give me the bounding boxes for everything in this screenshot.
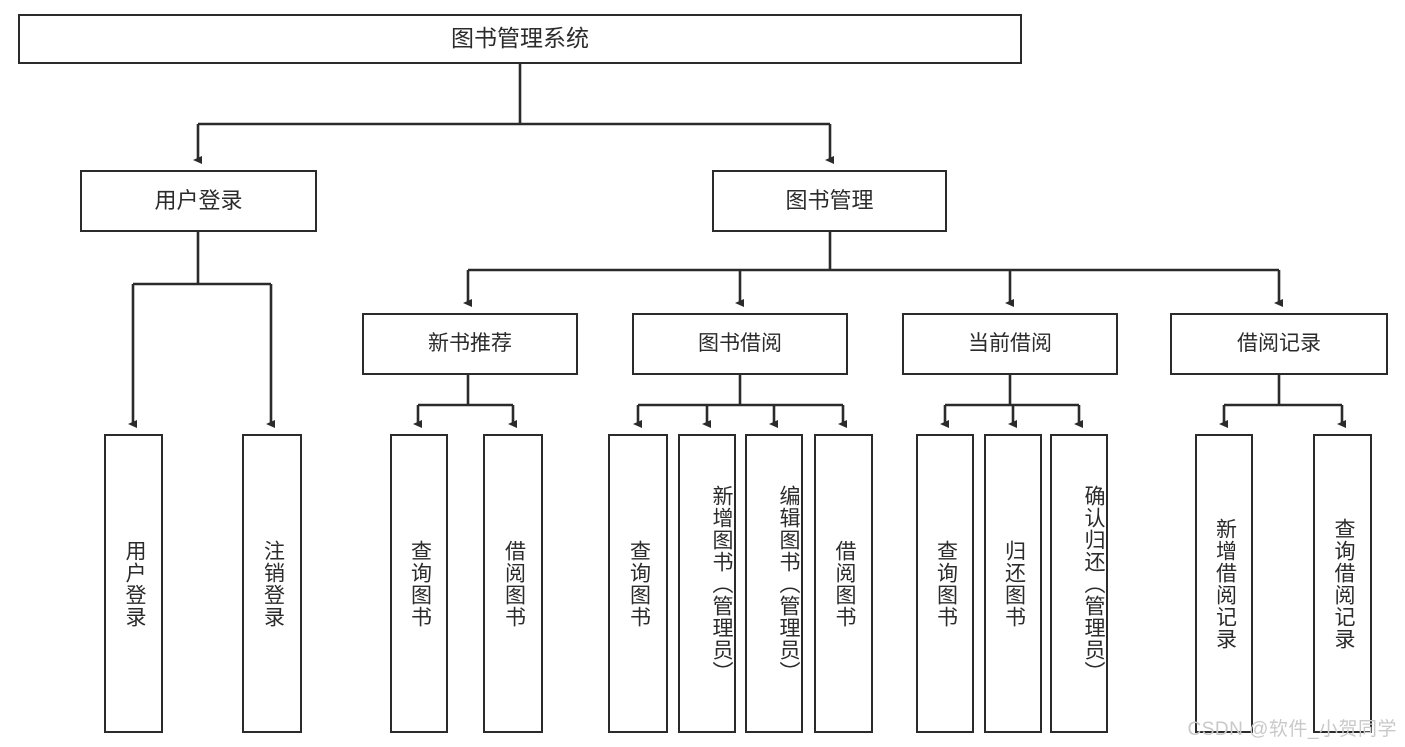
leaf-user-login-label: 用户登录 bbox=[122, 539, 146, 628]
leaf-borrow-book-label: 借阅图书 bbox=[832, 539, 856, 628]
node-book-management[interactable]: 图书管理 bbox=[712, 170, 947, 232]
leaf-query-book-borrow-label: 查询图书 bbox=[627, 539, 651, 628]
leaf-confirm-return-admin[interactable]: 确认归还（管理员） bbox=[1050, 434, 1108, 733]
node-book-management-label: 图书管理 bbox=[785, 187, 874, 213]
leaf-return-book-label: 归还图书 bbox=[1002, 539, 1026, 628]
node-book-borrow[interactable]: 图书借阅 bbox=[632, 313, 848, 375]
leaf-add-book-admin-label: 新增图书（管理员） bbox=[710, 484, 733, 683]
leaf-edit-book-admin[interactable]: 编辑图书（管理员） bbox=[745, 434, 803, 733]
node-current-borrow[interactable]: 当前借阅 bbox=[902, 313, 1118, 375]
node-user-login[interactable]: 用户登录 bbox=[80, 170, 317, 232]
leaf-user-login[interactable]: 用户登录 bbox=[104, 434, 163, 733]
leaf-query-borrow-record-label: 查询借阅记录 bbox=[1331, 517, 1355, 650]
leaf-add-book-admin[interactable]: 新增图书（管理员） bbox=[678, 434, 736, 733]
leaf-query-book-borrow[interactable]: 查询图书 bbox=[608, 434, 668, 733]
node-new-book-recommend[interactable]: 新书推荐 bbox=[362, 313, 578, 375]
leaf-user-logout[interactable]: 注销登录 bbox=[242, 434, 302, 733]
node-borrow-record-label: 借阅记录 bbox=[1237, 331, 1321, 355]
node-book-borrow-label: 图书借阅 bbox=[698, 331, 782, 355]
node-user-login-label: 用户登录 bbox=[154, 187, 243, 213]
leaf-add-borrow-record[interactable]: 新增借阅记录 bbox=[1195, 434, 1253, 733]
node-borrow-record[interactable]: 借阅记录 bbox=[1170, 313, 1388, 375]
node-root[interactable]: 图书管理系统 bbox=[18, 14, 1022, 64]
leaf-add-borrow-record-label: 新增借阅记录 bbox=[1213, 517, 1237, 650]
leaf-borrow-book-recommend[interactable]: 借阅图书 bbox=[483, 434, 543, 733]
leaf-user-logout-label: 注销登录 bbox=[261, 539, 285, 628]
node-root-label: 图书管理系统 bbox=[451, 25, 589, 52]
leaf-confirm-return-admin-label: 确认归还（管理员） bbox=[1082, 484, 1105, 683]
node-new-book-recommend-label: 新书推荐 bbox=[428, 331, 512, 355]
leaf-query-book-recommend-label: 查询图书 bbox=[408, 539, 432, 628]
leaf-borrow-book[interactable]: 借阅图书 bbox=[814, 434, 873, 733]
leaf-query-book-current-label: 查询图书 bbox=[934, 539, 958, 628]
leaf-borrow-book-recommend-label: 借阅图书 bbox=[502, 539, 526, 628]
leaf-query-borrow-record[interactable]: 查询借阅记录 bbox=[1313, 434, 1372, 733]
node-current-borrow-label: 当前借阅 bbox=[968, 331, 1052, 355]
leaf-query-book-current[interactable]: 查询图书 bbox=[916, 434, 974, 733]
leaf-query-book-recommend[interactable]: 查询图书 bbox=[390, 434, 448, 733]
leaf-return-book[interactable]: 归还图书 bbox=[984, 434, 1042, 733]
leaf-edit-book-admin-label: 编辑图书（管理员） bbox=[777, 484, 800, 683]
watermark-text: CSDN @软件_小贺同学 bbox=[1187, 719, 1397, 740]
